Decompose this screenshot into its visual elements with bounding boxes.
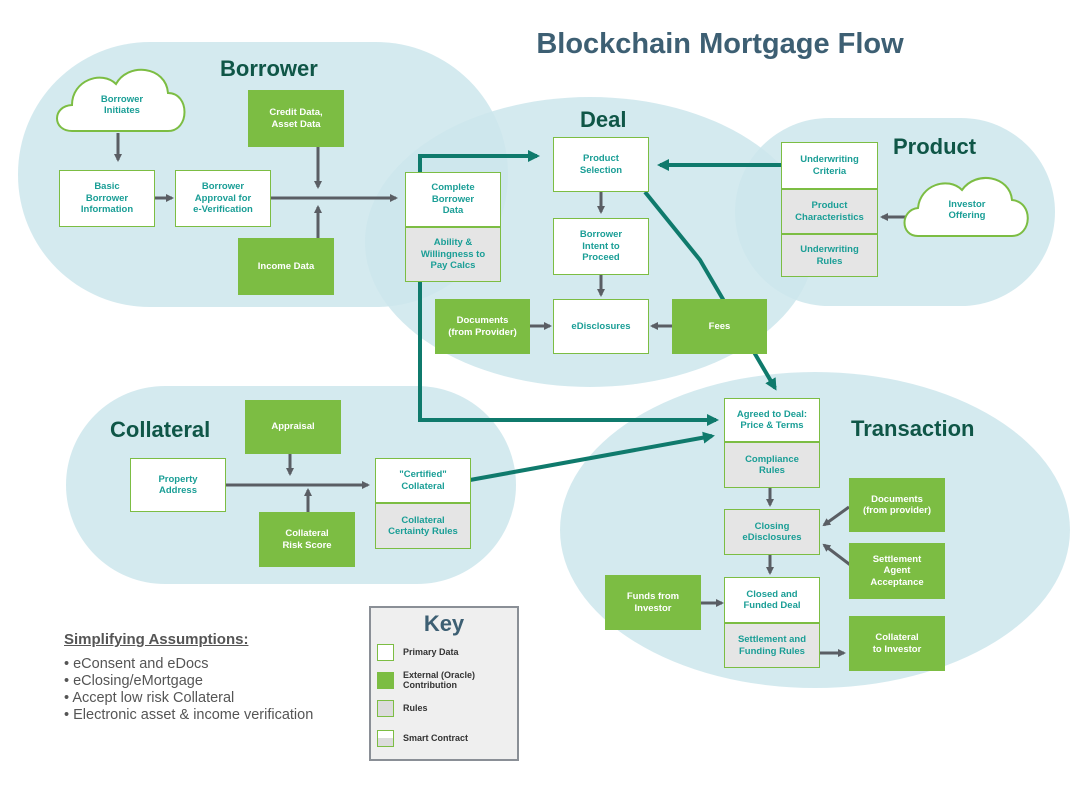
borrower-initiates-label: Borrower Initiates [100,94,144,117]
borrower-approval-node: Borrower Approval for e-Verification [175,170,271,227]
assumption-item: Accept low risk Collateral [64,690,313,707]
region-label-product: Product [893,134,977,159]
appraisal-node: Appraisal [245,400,341,454]
key-item-primary: Primary Data [377,644,459,661]
page-title: Blockchain Mortgage Flow [536,28,904,60]
key-label-primary: Primary Data [403,647,459,658]
region-label-borrower: Borrower [220,56,318,81]
key-swatch-smart-contract [377,730,394,747]
fees-node: Fees [672,299,767,354]
key-item-rules: Rules [377,700,428,717]
underwriting-criteria-node: Underwriting Criteria [781,142,878,189]
complete-borrower-data-node: Complete Borrower Data [405,172,501,227]
key-label-rules: Rules [403,703,428,714]
key-swatch-oracle [377,671,394,689]
collateral-certainty-rules-node: Collateral Certainty Rules [375,503,471,549]
basic-borrower-information-node: Basic Borrower Information [59,170,155,227]
assumptions-list: eConsent and eDocs eClosing/eMortgage Ac… [64,656,313,724]
key-label-oracle: External (Oracle) Contribution [403,670,476,691]
investor-offering-cloud [903,176,1029,237]
closed-and-funded-deal-node: Closed and Funded Deal [724,577,820,623]
edisclosures-node: eDisclosures [553,299,649,354]
settlement-funding-rules-node: Settlement and Funding Rules [724,623,820,668]
settlement-agent-acceptance-node: Settlement Agent Acceptance [849,543,945,599]
documents-from-provider-node: Documents (from Provider) [435,299,530,354]
property-address-node: Property Address [130,458,226,512]
ability-willingness-rules-node: Ability & Willingness to Pay Calcs [405,227,501,282]
investor-offering-label: Investor Offering [948,199,986,222]
product-selection-node: Product Selection [553,137,649,192]
collateral-to-investor-node: Collateral to Investor [849,616,945,671]
region-label-deal: Deal [580,107,627,132]
minor-arrows [114,133,908,657]
region-label-collateral: Collateral [110,417,211,442]
assumption-item: eConsent and eDocs [64,656,313,673]
key-label-smart-contract: Smart Contract [403,733,469,744]
compliance-rules-node: Compliance Rules [724,442,820,488]
legend-key: Key Primary Data External (Oracle) Contr… [369,606,519,761]
assumption-item: eClosing/eMortgage [64,673,313,690]
collateral-risk-score-node: Collateral Risk Score [259,512,355,567]
underwriting-rules-node: Underwriting Rules [781,234,878,277]
agreed-to-deal-node: Agreed to Deal: Price & Terms [724,398,820,442]
funds-from-investor-node: Funds from Investor [605,575,701,630]
region-label-transaction: Transaction [851,416,975,441]
clouds [56,68,1029,237]
product-characteristics-node: Product Characteristics [781,189,878,234]
key-item-oracle: External (Oracle) Contribution [377,670,475,691]
key-title: Key [423,611,465,636]
assumptions-title: Simplifying Assumptions: [64,631,249,648]
income-data-node: Income Data [238,238,334,295]
certified-collateral-node: "Certified" Collateral [375,458,471,503]
key-swatch-primary [377,644,394,661]
credit-asset-data-node: Credit Data, Asset Data [248,90,344,147]
documents-from-provider-transaction-node: Documents (from provider) [849,478,945,532]
assumption-item: Electronic asset & income verification [64,707,313,724]
borrower-initiates-cloud [56,68,186,132]
borrower-intent-node: Borrower Intent to Proceed [553,218,649,275]
key-item-smart-contract: Smart Contract [377,730,468,747]
closing-edisclosures-node: Closing eDisclosures [724,509,820,555]
key-swatch-rules [377,700,394,717]
